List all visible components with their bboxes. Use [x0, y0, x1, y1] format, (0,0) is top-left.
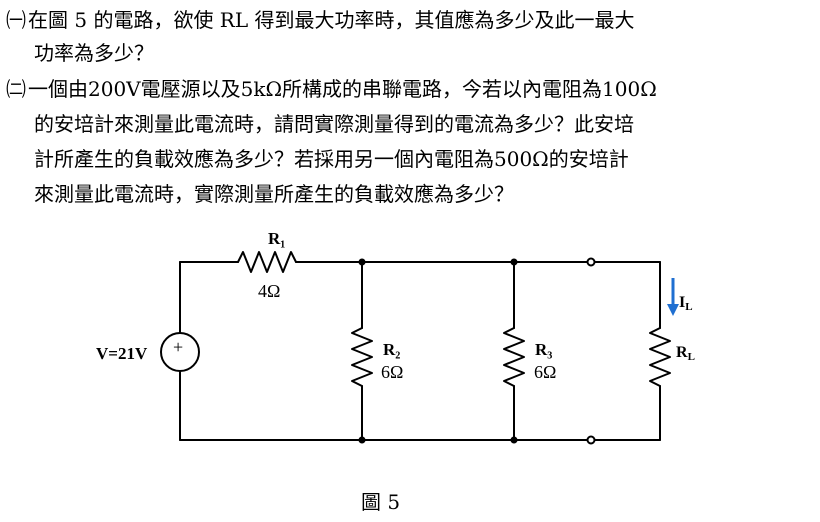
question-1-line-1: ㈠在圖 5 的電路，欲使 RL 得到最大功率時，其值應為多少及此一最大: [6, 4, 635, 37]
question-1-marker: ㈠: [6, 8, 26, 32]
terminal-bottom: [586, 435, 596, 445]
resistor-r3: [503, 327, 525, 387]
il-label: IL: [679, 294, 693, 313]
question-2-text: 一個由200V電壓源以及5kΩ所構成的串聯電路，今若以內電阻為100Ω: [28, 77, 657, 101]
source-label: V=21V: [96, 344, 148, 363]
junction-dot: [510, 258, 518, 266]
resistor-r1: [237, 251, 297, 273]
question-2-line-4: 來測量此電流時，實際測量所產生的負載效應為多少？: [34, 182, 514, 206]
current-arrow-icon: [667, 278, 679, 316]
question-2-line-2: 的安培計來測量此電流時，請問實際測量得到的電流為多少？此安培: [34, 112, 634, 136]
junction-dot: [358, 258, 366, 266]
source-plus: +: [173, 337, 183, 357]
junction-dot: [358, 436, 366, 444]
question-1-text: 在圖 5 的電路，欲使 RL 得到最大功率時，其值應為多少及此一最大: [28, 8, 635, 32]
r2-label: R₂: [383, 340, 400, 359]
question-2-line-1: ㈡一個由200V電壓源以及5kΩ所構成的串聯電路，今若以內電阻為100Ω: [6, 73, 657, 106]
il-name: I: [679, 294, 685, 311]
rl-name: R: [676, 344, 688, 361]
resistor-r2: [351, 327, 373, 387]
rl-subscript: L: [688, 351, 695, 363]
il-subscript: L: [685, 301, 692, 313]
junction-dot: [510, 436, 518, 444]
r3-value: 6Ω: [534, 362, 556, 382]
rl-label: RL: [676, 344, 695, 363]
terminal-top: [586, 257, 596, 267]
resistor-rl: [649, 327, 671, 387]
question-1-line-2: 功率為多少？: [34, 41, 154, 65]
r1-label: R₁: [268, 229, 285, 248]
r3-label: R₃: [535, 340, 552, 359]
question-2-marker: ㈡: [6, 77, 26, 101]
figure-caption: 圖 5: [361, 490, 401, 514]
question-2-line-3: 計所產生的負載效應為多少？若採用另一個內電阻為500Ω的安培計: [34, 147, 629, 171]
r1-value: 4Ω: [258, 281, 280, 301]
r2-value: 6Ω: [381, 362, 403, 382]
